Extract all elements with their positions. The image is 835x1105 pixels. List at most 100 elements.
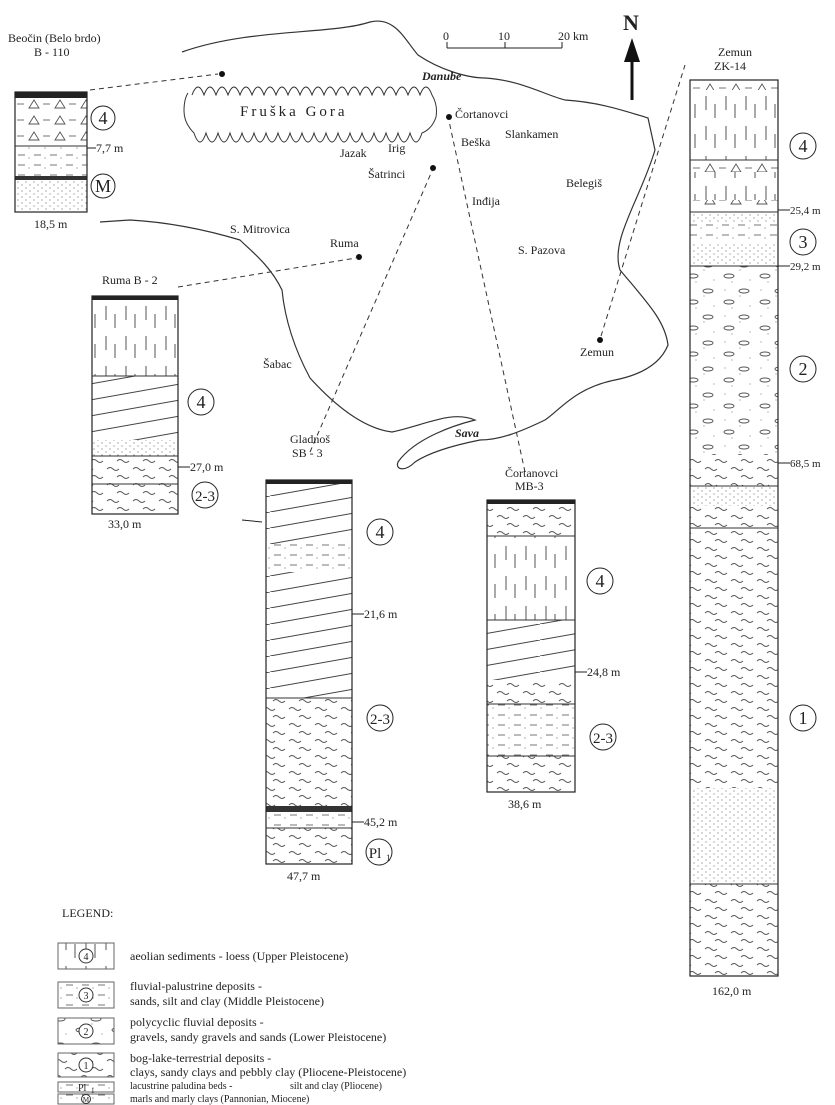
column-beocin: Beočin (Belo brdo) B - 110 7,7 m 18,5 m … xyxy=(8,31,124,231)
svg-text:2-3: 2-3 xyxy=(593,731,613,747)
svg-text:bog-lake-terrestrial deposits: bog-lake-terrestrial deposits - xyxy=(130,1051,271,1065)
svg-text:24,8 m: 24,8 m xyxy=(587,665,621,679)
column-gladnos: Gladnoš SB - 3 21,6 m 45,2 m 47,7 m 4 2-… xyxy=(241,432,398,883)
svg-text:2: 2 xyxy=(84,1027,89,1038)
svg-text:M: M xyxy=(83,1096,90,1104)
svg-text:3: 3 xyxy=(799,232,808,252)
svg-text:ZK-14: ZK-14 xyxy=(714,59,746,73)
svg-text:1: 1 xyxy=(386,853,391,863)
svg-text:marls and marly clays (Pannoni: marls and marly clays (Pannonian, Miocen… xyxy=(130,1094,309,1105)
svg-text:SB - 3: SB - 3 xyxy=(292,446,323,460)
column-zemun: Zemun ZK-14 25,4 m 29,2 m 68,5 m 162,0 m… xyxy=(689,45,821,998)
svg-text:3: 3 xyxy=(84,991,89,1002)
legend-item: 1 bog-lake-terrestrial deposits - clays,… xyxy=(57,1051,406,1079)
town-satrinci: Šatrinci xyxy=(368,167,406,181)
svg-text:2: 2 xyxy=(799,359,808,379)
svg-text:N: N xyxy=(623,10,639,35)
town-marker xyxy=(446,114,452,120)
town-sabac: Šabac xyxy=(263,357,292,371)
svg-text:gravels, sandy gravels and san: gravels, sandy gravels and sands (Lower … xyxy=(130,1030,386,1044)
svg-text:2-3: 2-3 xyxy=(370,712,390,728)
legend-item: 3 fluvial-palustrine deposits - sands, s… xyxy=(57,979,324,1009)
town-marker xyxy=(219,71,225,77)
leader-line xyxy=(600,64,686,337)
column-ruma: Ruma B - 2 27,0 m 33,0 m 4 2-3 xyxy=(91,273,224,531)
svg-text:4: 4 xyxy=(596,571,605,591)
svg-text:1: 1 xyxy=(91,1087,95,1095)
town-s-pazova: S. Pazova xyxy=(518,243,566,257)
town-ruma: Ruma xyxy=(330,236,359,250)
leader-line xyxy=(309,170,433,453)
svg-text:aeolian sediments - loess (Upp: aeolian sediments - loess (Upper Pleisto… xyxy=(130,949,348,963)
svg-text:18,5 m: 18,5 m xyxy=(34,217,68,231)
svg-text:MB-3: MB-3 xyxy=(515,479,544,493)
svg-text:7,7 m: 7,7 m xyxy=(96,141,124,155)
town-jazak: Jazak xyxy=(340,146,367,160)
svg-text:B - 110: B - 110 xyxy=(34,45,70,59)
svg-text:M: M xyxy=(95,176,111,196)
legend-item: 4 aeolian sediments - loess (Upper Pleis… xyxy=(57,942,348,970)
town-cortanovci: Čortanovci xyxy=(455,107,509,121)
svg-text:27,0 m: 27,0 m xyxy=(190,460,224,474)
svg-text:0: 0 xyxy=(443,29,449,43)
svg-text:20 km: 20 km xyxy=(558,29,589,43)
town-s-mitrovica: S. Mitrovica xyxy=(230,222,291,236)
legend-item: M marls and marly clays (Pannonian, Mioc… xyxy=(57,1093,309,1105)
svg-text:47,7 m: 47,7 m xyxy=(287,869,321,883)
svg-text:Čortanovci: Čortanovci xyxy=(505,466,559,480)
svg-text:4: 4 xyxy=(84,952,89,963)
river-danube-label: Danube xyxy=(421,69,462,83)
svg-text:Zemun: Zemun xyxy=(718,45,752,59)
fruska-gora-ridge xyxy=(183,86,437,143)
svg-text:sands, silt and clay (Middle P: sands, silt and clay (Middle Pleistocene… xyxy=(130,994,324,1008)
svg-text:21,6 m: 21,6 m xyxy=(364,607,398,621)
leader-line xyxy=(448,120,526,473)
svg-text:4: 4 xyxy=(197,392,206,412)
svg-text:1: 1 xyxy=(799,708,808,728)
svg-text:polycyclic fluvial deposits -: polycyclic fluvial deposits - xyxy=(130,1015,264,1029)
svg-text:4: 4 xyxy=(799,136,808,156)
svg-text:68,5 m: 68,5 m xyxy=(790,458,821,470)
svg-text:fluvial-palustrine deposits -: fluvial-palustrine deposits - xyxy=(130,979,262,993)
legend: LEGEND: 4 aeolian sediments - loess (Upp… xyxy=(57,906,406,1105)
svg-text:25,4 m: 25,4 m xyxy=(790,205,821,217)
svg-text:38,6 m: 38,6 m xyxy=(508,797,542,811)
svg-text:1: 1 xyxy=(84,1061,89,1072)
svg-text:lacustrine paludina beds -: lacustrine paludina beds - xyxy=(130,1081,232,1092)
svg-text:10: 10 xyxy=(498,29,510,43)
svg-text:clays, sandy clays and pebbly: clays, sandy clays and pebbly clay (Plio… xyxy=(130,1065,406,1079)
town-marker xyxy=(356,254,362,260)
leader-line xyxy=(177,257,357,288)
town-beska: Beška xyxy=(461,135,491,149)
legend-item: 2 polycyclic fluvial deposits - gravels,… xyxy=(57,1015,386,1045)
legend-item: Pl 1 lacustrine paludina beds - silt and… xyxy=(57,1081,382,1095)
map: Fruška Gora Danube Sava Čortanovci Beška… xyxy=(89,10,686,473)
leader-line xyxy=(89,73,219,91)
north-arrow-icon: N xyxy=(623,10,640,100)
town-irig: Irig xyxy=(388,141,405,155)
town-zemun: Zemun xyxy=(580,345,614,359)
svg-text:Ruma B - 2: Ruma B - 2 xyxy=(102,273,158,287)
map-outline xyxy=(99,20,669,470)
svg-text:silt and clay (Pliocene): silt and clay (Pliocene) xyxy=(290,1081,382,1092)
town-marker xyxy=(597,337,603,343)
svg-text:4: 4 xyxy=(99,108,108,128)
svg-text:4: 4 xyxy=(376,522,385,542)
svg-text:Beočin (Belo brdo): Beočin (Belo brdo) xyxy=(8,31,101,45)
region-label: Fruška Gora xyxy=(240,104,348,120)
svg-text:Pl: Pl xyxy=(369,846,382,862)
svg-text:162,0 m: 162,0 m xyxy=(712,984,752,998)
river-sava-label: Sava xyxy=(455,426,479,440)
legend-title: LEGEND: xyxy=(62,906,113,920)
scale-bar: 0 10 20 km xyxy=(443,29,589,49)
svg-text:45,2 m: 45,2 m xyxy=(364,815,398,829)
svg-text:Pl: Pl xyxy=(78,1083,87,1094)
town-slankamen: Slankamen xyxy=(505,127,558,141)
svg-text:29,2 m: 29,2 m xyxy=(790,261,821,273)
town-belegis: Belegiš xyxy=(566,176,602,190)
svg-text:Gladnoš: Gladnoš xyxy=(290,432,330,446)
svg-text:33,0 m: 33,0 m xyxy=(108,517,142,531)
town-indjija: Inđija xyxy=(472,194,501,208)
town-marker xyxy=(430,165,436,171)
